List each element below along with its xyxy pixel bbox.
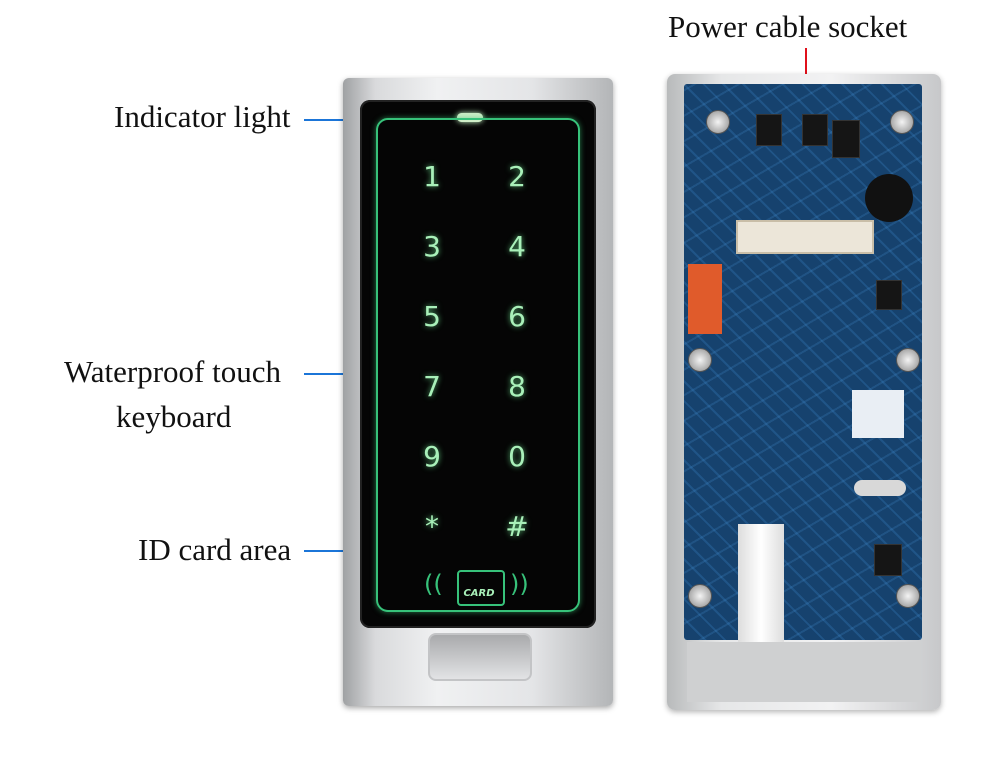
screw-icon: [706, 110, 730, 134]
key-8[interactable]: 8: [508, 370, 526, 403]
key-3[interactable]: 3: [423, 230, 441, 263]
screw-icon: [688, 348, 712, 372]
back-housing: [667, 74, 941, 710]
touch-glass: 1 2 3 4 5 6 7 8 9 0 * # (( CARD )): [360, 100, 596, 628]
buzzer: [865, 174, 913, 222]
housing-bottom: [687, 642, 921, 702]
indicator-light: [457, 113, 483, 122]
keyboard-label-line1: Waterproof touch: [64, 354, 281, 389]
orange-component: [688, 264, 722, 334]
regulator: [832, 120, 860, 158]
key-2[interactable]: 2: [508, 160, 526, 193]
crystal-oscillator: [854, 480, 906, 496]
key-star[interactable]: *: [425, 510, 439, 543]
key-7[interactable]: 7: [423, 370, 441, 403]
key-hash[interactable]: #: [505, 510, 529, 543]
ribbon-cable: [738, 524, 784, 642]
screw-icon: [896, 348, 920, 372]
rfid-wave-left-icon: ((: [424, 570, 443, 598]
rfid-wave-right-icon: )): [510, 570, 529, 598]
card-arrow-line: [304, 550, 366, 552]
card-text: CARD: [463, 588, 495, 599]
screw-icon: [890, 110, 914, 134]
key-5[interactable]: 5: [423, 300, 441, 333]
ic-u6: [874, 544, 902, 576]
ic-u4: [876, 280, 902, 310]
circuit-board: [684, 84, 922, 642]
key-4[interactable]: 4: [508, 230, 526, 263]
card-frame: [376, 118, 580, 612]
card-area-label: ID card area: [138, 532, 292, 567]
power-cable-socket: [736, 220, 874, 254]
power-socket-label: Power cable socket: [668, 9, 908, 44]
main-controller-chip: [852, 390, 904, 438]
exit-button-recess: [428, 633, 532, 681]
capacitor: [802, 114, 828, 146]
key-1[interactable]: 1: [423, 160, 441, 193]
card-icon: [457, 570, 505, 606]
key-9[interactable]: 9: [423, 440, 441, 473]
screw-icon: [688, 584, 712, 608]
keyboard-label-line2: keyboard: [116, 399, 232, 434]
indicator-light-label: Indicator light: [114, 99, 291, 134]
capacitor: [756, 114, 782, 146]
key-0[interactable]: 0: [508, 440, 526, 473]
front-panel: 1 2 3 4 5 6 7 8 9 0 * # (( CARD )): [343, 78, 613, 706]
screw-icon: [896, 584, 920, 608]
key-6[interactable]: 6: [508, 300, 526, 333]
